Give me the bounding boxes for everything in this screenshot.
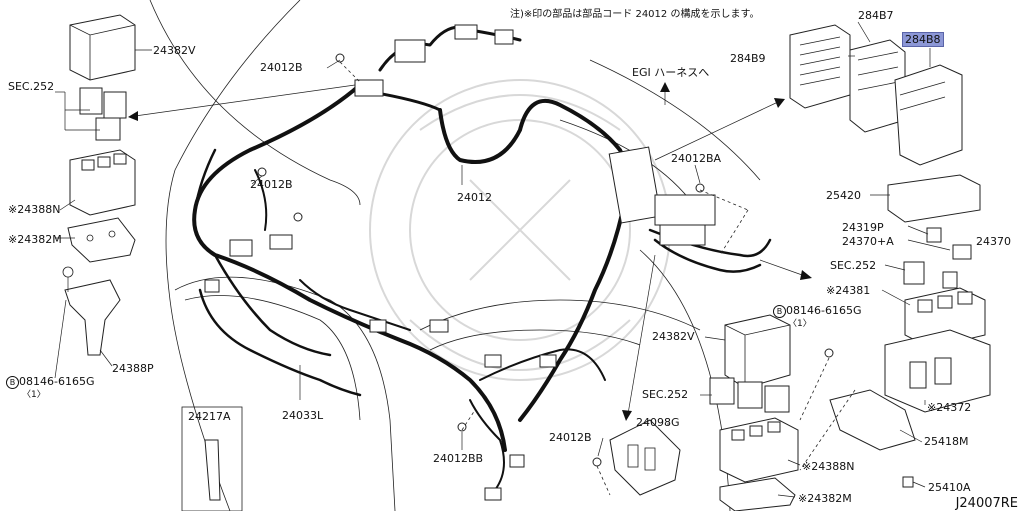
label-24012bb[interactable]: 24012BB (433, 452, 484, 465)
bolts (257, 53, 834, 467)
fuse-24319p (926, 227, 942, 243)
label-24370a[interactable]: 24370+A (842, 235, 894, 248)
label-24319p[interactable]: 24319P (842, 221, 884, 234)
label-24012-main[interactable]: 24012 (457, 191, 492, 204)
bolt-left-qty: 〈1〉 (22, 390, 46, 400)
label-284b9[interactable]: 284B9 (730, 52, 766, 65)
dashed-guides (339, 61, 856, 496)
part-24217a-box (181, 406, 243, 511)
label-24217a[interactable]: 24217A (188, 410, 231, 423)
label-284b7[interactable]: 284B7 (858, 9, 894, 22)
bracket-24382m-left (67, 217, 136, 263)
parts-note: 注)※印の部品は部品コード 24012 の構成を示します。 (510, 9, 760, 20)
label-24388p[interactable]: 24388P (112, 362, 154, 375)
label-284b8-highlighted: 284B8 (902, 32, 944, 47)
diagram-reference-code: J24007RE (955, 496, 1018, 511)
bolt-right-qty: 〈1〉 (788, 319, 812, 329)
label-sec252-left[interactable]: SEC.252 (8, 80, 55, 93)
fuse-block-24381 (904, 287, 986, 349)
label-24033l[interactable]: 24033L (282, 409, 324, 422)
fuse-block-24388n-left (69, 149, 136, 216)
relays-sec252-left (79, 87, 127, 141)
label-24382v-bottom[interactable]: 24382V (652, 330, 695, 343)
bracket-25418m (829, 389, 916, 451)
relay-cover-24382v-top (69, 14, 136, 81)
label-284b8[interactable]: 284B8 (902, 32, 944, 47)
label-24381[interactable]: ※24381 (826, 284, 871, 297)
egi-harness-label: EGI ハーネスへ (632, 66, 710, 79)
bracket-24382m-bottom (719, 477, 796, 511)
fusible-link-25420 (887, 174, 981, 223)
relays-sec252-right (903, 261, 958, 289)
label-24098g[interactable]: 24098G (636, 416, 680, 429)
relay-cover-24382v-bottom (724, 314, 791, 389)
label-24012b-bottom[interactable]: 24012B (549, 431, 592, 444)
leader-lines (54, 21, 951, 498)
fuse-block-24388n-bottom (719, 417, 799, 483)
label-24012ba[interactable]: 24012BA (671, 152, 722, 165)
clip-25410a (902, 476, 914, 488)
label-24372[interactable]: ※24372 (927, 401, 972, 414)
label-24012b-top[interactable]: 24012B (260, 61, 303, 74)
harness-connectors (204, 24, 716, 501)
label-25420[interactable]: 25420 (826, 189, 861, 202)
direction-arrows (128, 82, 812, 421)
label-24388n-left[interactable]: ※24388N (8, 203, 61, 216)
circle-b-icon: B (6, 376, 19, 389)
ipdm-284b9 (789, 24, 851, 109)
ipdm-cover-284b8 (894, 64, 963, 166)
bolt-left-code: 08146-6165G (19, 375, 95, 388)
bracket-24388p (62, 266, 121, 356)
label-sec252-right[interactable]: SEC.252 (830, 259, 877, 272)
fuse-box-24372 (884, 329, 991, 413)
bolt-right-code: 08146-6165G (786, 304, 862, 317)
main-harness (192, 25, 772, 491)
label-25418m[interactable]: 25418M (924, 435, 969, 448)
label-24388n-bottom[interactable]: ※24388N (802, 460, 855, 473)
relays-sec252-bottom (709, 377, 790, 413)
label-24012b-mid[interactable]: 24012B (250, 178, 293, 191)
label-24382m-left[interactable]: ※24382M (8, 233, 62, 246)
label-24382m-bottom[interactable]: ※24382M (798, 492, 852, 505)
circle-b-icon: B (773, 305, 786, 318)
label-25410a[interactable]: 25410A (928, 481, 971, 494)
label-sec252-bottom[interactable]: SEC.252 (642, 388, 689, 401)
fuse-24370 (952, 244, 972, 260)
bracket-24098g (609, 419, 681, 496)
label-24382v-top[interactable]: 24382V (153, 44, 196, 57)
label-24370[interactable]: 24370 (976, 235, 1011, 248)
